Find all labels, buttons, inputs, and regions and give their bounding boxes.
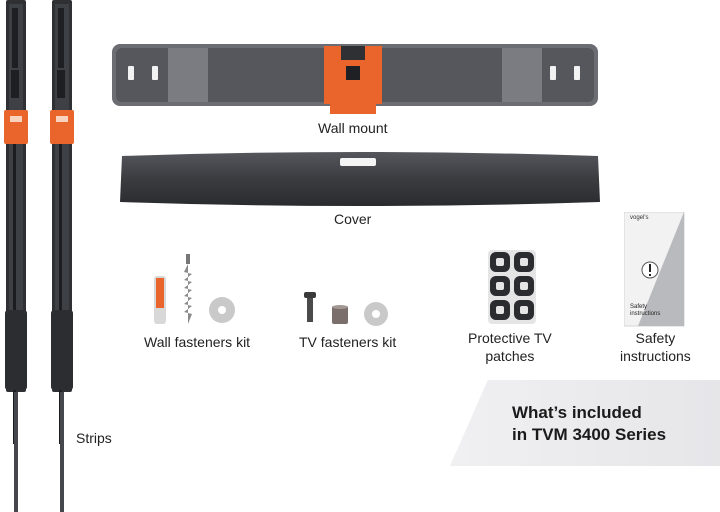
headline-line-1: What’s included: [512, 403, 642, 422]
headline-band: [450, 380, 720, 466]
safety-label: Safety instructions: [620, 330, 691, 364]
wall-fasteners-image: [150, 252, 240, 328]
cover-label: Cover: [334, 211, 372, 227]
tv-fasteners-image: [296, 290, 396, 330]
tv-fasteners-label: TV fasteners kit: [299, 334, 397, 350]
patches-image: [488, 250, 536, 324]
strip-right: [46, 0, 78, 512]
strips-label: Strips: [76, 430, 112, 446]
cover-image: [118, 152, 602, 210]
strip-left: [0, 0, 32, 512]
headline: What’s included in TVM 3400 Series: [512, 402, 712, 446]
wall-mount-image: [110, 40, 600, 116]
wall-fasteners-label: Wall fasteners kit: [144, 334, 251, 350]
booklet-title: Safety instructions: [630, 304, 661, 317]
wall-mount-label: Wall mount: [318, 120, 388, 136]
booklet-brand: vogel's: [630, 215, 649, 221]
patches-label: Protective TV patches: [468, 330, 552, 364]
headline-line-2: in TVM 3400 Series: [512, 425, 667, 444]
safety-booklet-image: [624, 212, 686, 328]
